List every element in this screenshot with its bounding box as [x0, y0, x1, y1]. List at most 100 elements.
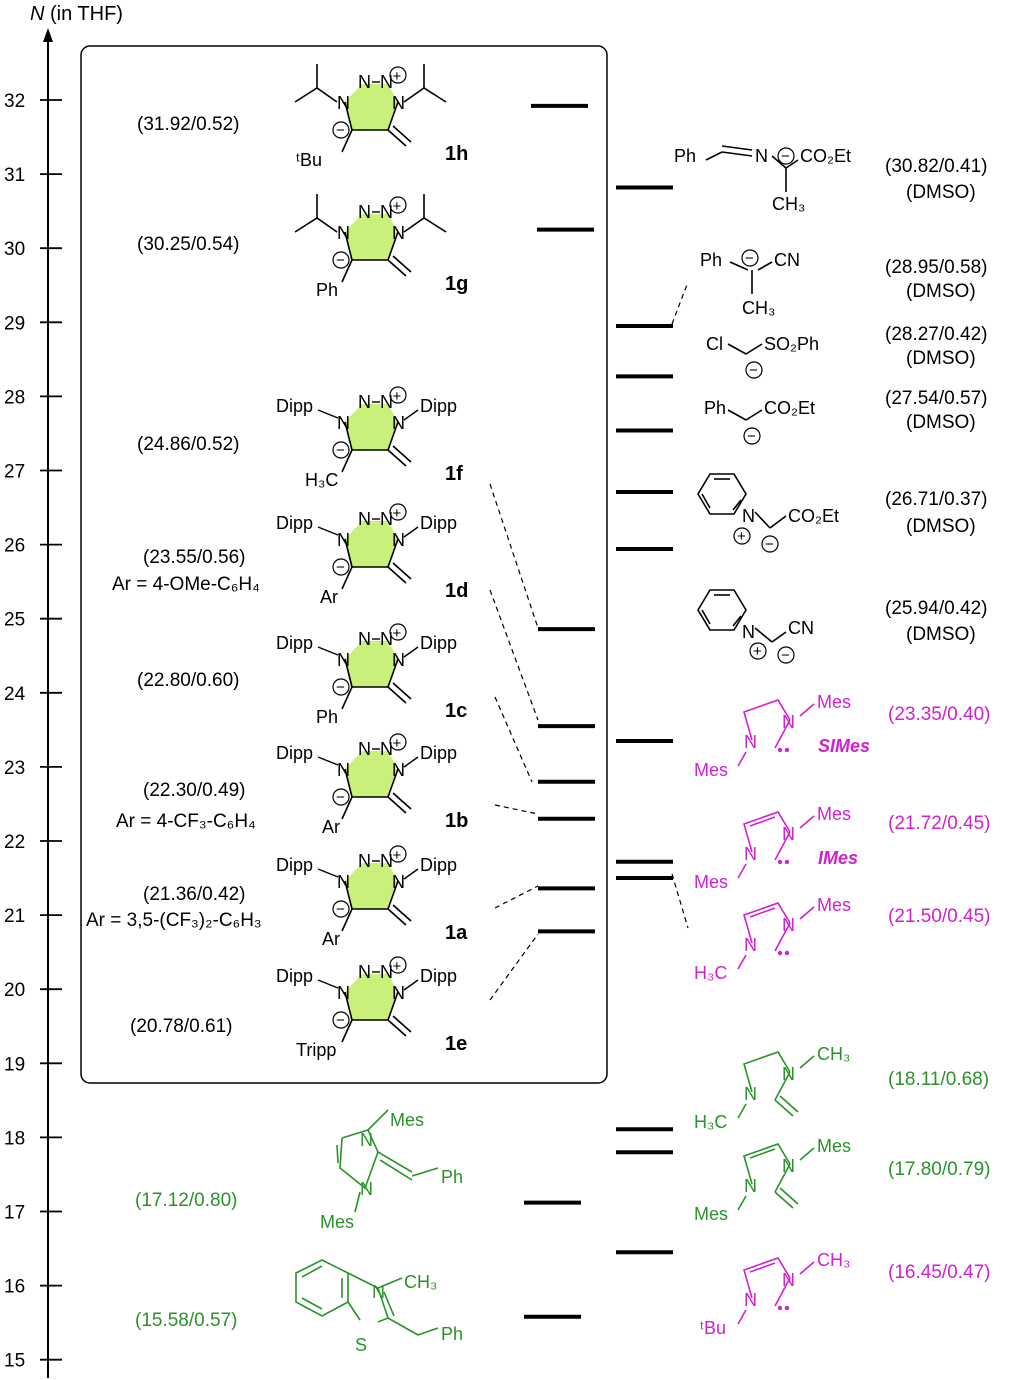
substituent-label: Ar	[320, 587, 338, 607]
minus-charge-icon	[777, 646, 795, 664]
atom-label: CH₃	[772, 194, 805, 214]
dipp-label: Dipp	[420, 966, 457, 986]
substituent-label: Ar	[322, 817, 340, 837]
green-left-structures	[295, 1109, 439, 1336]
atom-label: N	[755, 146, 768, 166]
atom-label: N	[358, 629, 371, 649]
atom-label: N	[782, 1064, 795, 1084]
atom-label: N	[392, 983, 405, 1003]
atom-label: N	[337, 223, 350, 243]
solvent-label-0: (DMSO)	[906, 182, 976, 203]
tick-label: 32	[4, 91, 25, 112]
plus-charge-icon	[389, 196, 407, 214]
atom-label: N	[744, 1290, 757, 1310]
atom-label: H₃C	[694, 963, 727, 983]
atom-label: N	[380, 962, 393, 982]
atom-label: N	[744, 732, 757, 752]
right-black-structures	[697, 145, 799, 643]
axis: N (in THF) 32313029282726252423222120191…	[4, 3, 123, 1378]
plus-sign: +	[393, 198, 402, 215]
atom-label: N	[782, 1156, 795, 1176]
triazole-ring-fill	[345, 404, 398, 450]
dipp-label: Dipp	[420, 513, 457, 533]
dipp-label: Dipp	[276, 513, 313, 533]
atom-label: N	[337, 983, 350, 1003]
tick-label: 22	[4, 832, 25, 853]
solvent-label-3: (DMSO)	[906, 412, 976, 433]
tick-label: 18	[4, 1128, 25, 1149]
dipp-label: Dipp	[420, 855, 457, 875]
tick-label: 19	[4, 1054, 25, 1075]
solvent-label-5: (DMSO)	[906, 624, 976, 645]
pyridinium-nitrile-ylide-structure	[697, 589, 787, 643]
tick-label: 26	[4, 536, 25, 557]
atom-label: N	[358, 509, 371, 529]
atom-label: Mes	[817, 804, 851, 824]
dipp-label: Dipp	[420, 743, 457, 763]
right-value-label-4: (26.71/0.37)	[885, 489, 987, 510]
atom-label: Mes	[694, 760, 728, 780]
atom-label: N	[392, 530, 405, 550]
triazole-ring-fill	[345, 974, 398, 1020]
atom-label: N	[392, 93, 405, 113]
right-value-label-1: (28.95/0.58)	[885, 257, 987, 278]
atom-label: SO₂Ph	[764, 334, 819, 354]
minus-charge-icon	[332, 678, 350, 696]
compound-id-1g: 1g	[445, 273, 468, 295]
lone-pair-dot	[777, 950, 783, 956]
right-value-label-9: (18.11/0.68)	[888, 1069, 989, 1090]
lone-pair-dot	[777, 859, 783, 865]
connector-1a	[494, 885, 539, 909]
atom-label: S	[355, 1335, 367, 1355]
atom-label: N	[782, 1270, 795, 1290]
compound-id-1b: 1b	[445, 810, 468, 832]
atom-label: N	[358, 392, 371, 412]
tick-label: 29	[4, 313, 25, 334]
dipp-label: Dipp	[276, 855, 313, 875]
atom-label: N	[358, 739, 371, 759]
minus-charge-icon	[332, 788, 350, 806]
phenyl-nitrile-anion-structure	[729, 261, 773, 294]
plus-charge-icon	[389, 956, 407, 974]
atom-label: CO₂Et	[764, 398, 815, 418]
triazole-ring-fill	[345, 641, 398, 687]
atom-label: Ph	[700, 250, 722, 270]
minus-sign: −	[336, 901, 345, 918]
atom-label: H₃C	[694, 1112, 727, 1132]
tick-label: 17	[4, 1203, 25, 1224]
triazole-ring-fill	[345, 84, 398, 130]
connector-1b	[494, 804, 539, 815]
substituent-label: ᵗBu	[296, 150, 322, 170]
atom-label: N	[380, 509, 393, 529]
atom-label: CN	[774, 250, 800, 270]
atom-label: N	[380, 392, 393, 412]
minus-charge-icon	[332, 441, 350, 459]
atom-label: N	[358, 962, 371, 982]
substituent-label: Ph	[316, 707, 338, 727]
atom-label: CN	[788, 618, 814, 638]
atom-label: N	[392, 872, 405, 892]
minus-sign: −	[747, 428, 756, 445]
atom-label: N	[744, 844, 757, 864]
atom-label: Mes	[694, 1204, 728, 1224]
dipp-label: Dipp	[420, 633, 457, 653]
right-value-labels: (30.82/0.41)(DMSO)(28.95/0.58)(DMSO)(28.…	[885, 156, 990, 1283]
framed-box	[80, 45, 608, 1084]
minus-sign: −	[336, 789, 345, 806]
triazole-ring-fill	[345, 751, 398, 797]
atom-label: N	[742, 622, 755, 642]
tick-label: 20	[4, 980, 25, 1001]
right-value-label-6: (23.35/0.40)	[888, 704, 990, 725]
substituent-label: Mes	[320, 1212, 354, 1232]
minus-charge-icon	[332, 251, 350, 269]
substituent-label: Ph	[441, 1167, 463, 1187]
atom-label: Cl	[706, 334, 723, 354]
atom-label: N	[337, 760, 350, 780]
value-label-1a: (21.36/0.42)	[143, 884, 245, 905]
